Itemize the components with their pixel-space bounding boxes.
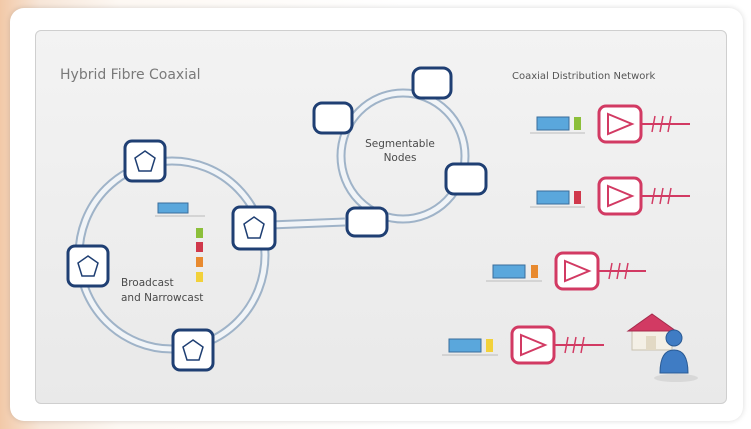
led-green bbox=[196, 228, 203, 238]
pentagon-icon bbox=[77, 255, 99, 277]
modem-icon bbox=[492, 264, 526, 279]
amplifier-icon bbox=[597, 104, 690, 144]
segment-node-1 bbox=[312, 101, 354, 135]
broadcast-label-line1: Broadcast bbox=[121, 277, 174, 289]
coax-row-4 bbox=[442, 325, 604, 365]
segment-node-3 bbox=[444, 162, 488, 196]
segmentable-ring bbox=[336, 88, 470, 224]
segment-node-2 bbox=[411, 66, 453, 100]
node-pentagon-bottom bbox=[171, 328, 215, 372]
led-stack bbox=[196, 228, 203, 282]
broadcast-label-line2: and Narrowcast bbox=[121, 292, 203, 304]
modem-icon bbox=[536, 190, 570, 205]
node-pentagon-left bbox=[66, 244, 110, 288]
pentagon-icon bbox=[243, 216, 265, 239]
user-icon bbox=[654, 329, 698, 382]
led-yellow bbox=[486, 339, 493, 352]
amplifier-icon bbox=[510, 325, 604, 365]
ring-connector bbox=[269, 217, 346, 230]
modem-icon-center bbox=[155, 202, 205, 217]
node-pentagon-right bbox=[231, 205, 277, 251]
pentagon-icon bbox=[182, 339, 204, 361]
modem-icon bbox=[536, 116, 570, 131]
diagram-title: Hybrid Fibre Coaxial bbox=[60, 67, 201, 83]
led-orange bbox=[196, 257, 203, 267]
coax-row-3 bbox=[486, 251, 646, 291]
led-red bbox=[574, 191, 581, 204]
amplifier-icon bbox=[554, 251, 646, 291]
modem-icon bbox=[448, 338, 482, 353]
coax-row-1 bbox=[530, 104, 690, 144]
led-red bbox=[196, 242, 203, 252]
segmentable-label-line1: Segmentable bbox=[365, 138, 435, 150]
pentagon-icon bbox=[134, 150, 156, 172]
led-orange bbox=[531, 265, 538, 278]
node-pentagon-top bbox=[123, 139, 167, 183]
segment-node-4 bbox=[345, 206, 389, 238]
coax-header: Coaxial Distribution Network bbox=[512, 71, 655, 82]
coax-row-2 bbox=[530, 176, 690, 216]
led-green bbox=[574, 117, 581, 130]
segmentable-label-line2: Nodes bbox=[384, 152, 417, 164]
amplifier-icon bbox=[597, 176, 690, 216]
led-yellow bbox=[196, 272, 203, 282]
